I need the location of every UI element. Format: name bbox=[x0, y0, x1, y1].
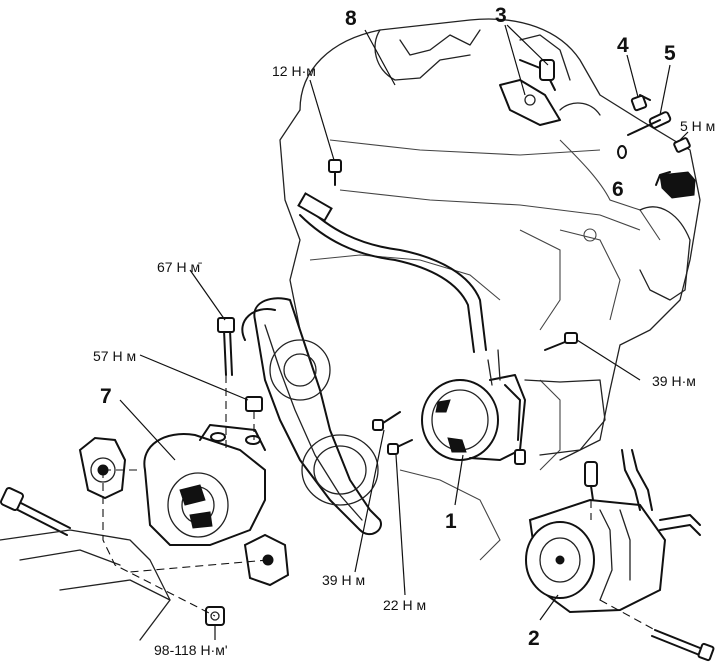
top-bracket bbox=[499, 59, 561, 126]
pump-bolt-22 bbox=[387, 439, 413, 455]
install-lines bbox=[102, 375, 656, 631]
torque-12: 12 Н·м bbox=[272, 63, 316, 79]
callout-6: 6 bbox=[612, 178, 624, 201]
mount-subframe bbox=[0, 529, 171, 641]
power-steering-pump bbox=[421, 349, 526, 465]
torque-39-right: 39 Н·м bbox=[652, 373, 696, 389]
washer-part-6 bbox=[617, 145, 627, 159]
torque-39-bottom: 39 Н м bbox=[322, 572, 365, 588]
callout-4: 4 bbox=[617, 34, 629, 57]
mount-nut-57 bbox=[245, 396, 263, 412]
torque-67: 67 Н м̄ bbox=[157, 259, 202, 275]
torque-22: 22 Н м bbox=[383, 597, 426, 613]
compressor-long-bolt bbox=[651, 629, 715, 662]
callout-5: 5 bbox=[664, 42, 676, 65]
callout-8: 8 bbox=[345, 7, 357, 30]
callout-labels: 1 2 3 4 5 6 7 8 bbox=[100, 4, 676, 650]
sensor-part-4 bbox=[630, 94, 651, 112]
torque-5: 5 Н м bbox=[680, 118, 715, 134]
callout-2: 2 bbox=[528, 627, 540, 650]
ac-compressor bbox=[525, 449, 701, 614]
engine-outline bbox=[279, 18, 701, 561]
leader-lines bbox=[119, 24, 689, 640]
bolt-part-5 bbox=[627, 111, 691, 153]
bolt-12nm bbox=[328, 159, 342, 186]
mount-bracket-left bbox=[78, 436, 127, 500]
drive-belt bbox=[241, 297, 382, 536]
torque-labels: 12 Н·м 5 Н м 67 Н м̄ 57 Н м 39 Н·м 39 Н … bbox=[93, 63, 715, 658]
callout-1: 1 bbox=[445, 510, 457, 533]
crank-pulley bbox=[301, 434, 379, 506]
callout-3: 3 bbox=[495, 4, 507, 27]
callout-7: 7 bbox=[100, 385, 112, 408]
engine-mount bbox=[143, 424, 266, 546]
torque-98-118: 98-118 Н·м' bbox=[154, 642, 228, 658]
mount-bolt-67 bbox=[217, 317, 235, 376]
pump-bolt-39-left bbox=[372, 411, 401, 431]
connector-icon bbox=[655, 171, 696, 199]
torque-57: 57 Н м bbox=[93, 348, 136, 364]
pump-bolt-39-right bbox=[544, 332, 578, 351]
pressure-hose bbox=[297, 192, 487, 353]
idler-pulley bbox=[269, 339, 331, 401]
mount-long-bolt bbox=[0, 487, 71, 536]
